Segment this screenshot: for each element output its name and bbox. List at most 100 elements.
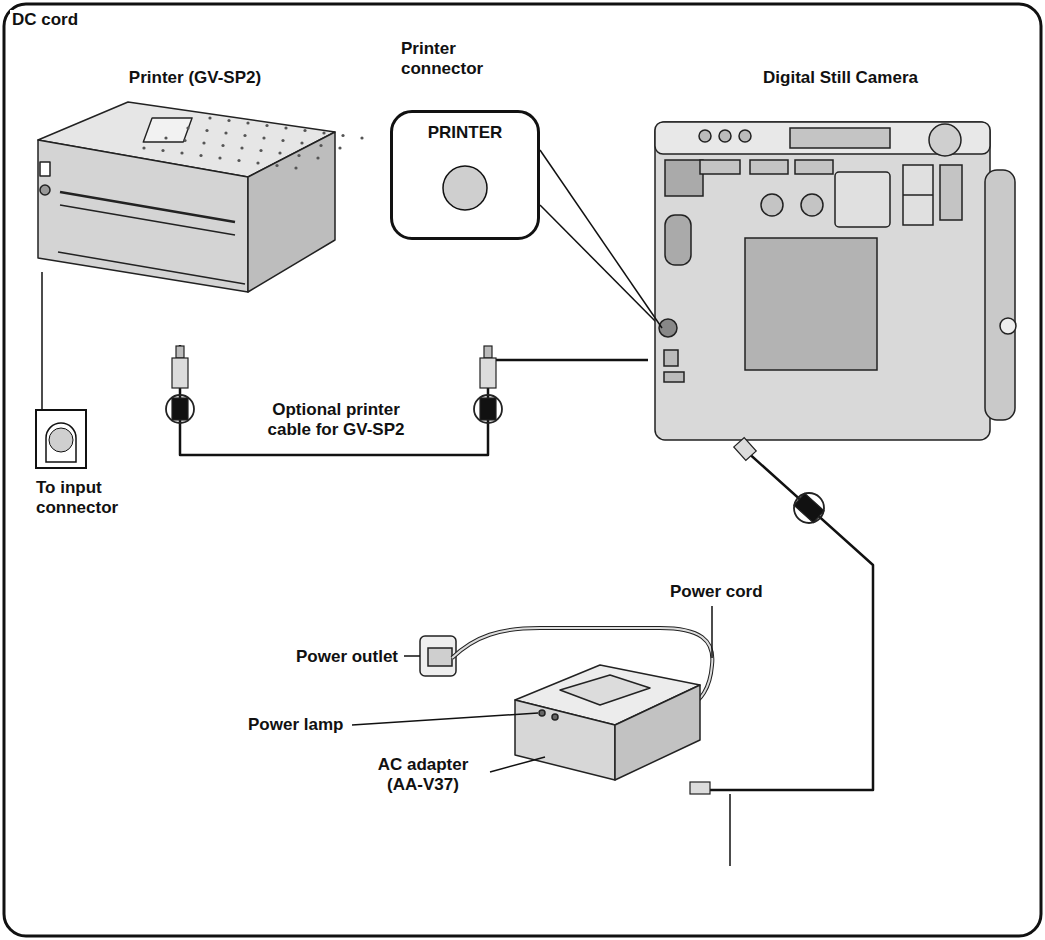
connector-symbol (443, 166, 662, 328)
camera-drawing (929, 124, 961, 156)
adapter-drawing (539, 710, 545, 716)
camera-drawing (655, 122, 1016, 440)
vent-dots (360, 136, 363, 139)
dc-plug (794, 493, 824, 522)
input-connector-icon (49, 428, 73, 452)
vent-dots (183, 139, 186, 142)
vent-dots (202, 141, 205, 144)
vent-dots (243, 134, 246, 137)
vent-dots (259, 149, 262, 152)
camera-drawing (665, 160, 703, 196)
printer-drawing (40, 162, 50, 176)
outlet-drawing (404, 655, 420, 657)
vent-dots (278, 151, 281, 154)
printer-drawing (38, 140, 248, 292)
outlet-label: Power outlet (238, 647, 400, 667)
camera-drawing (801, 194, 823, 216)
outlet-drawing (428, 648, 452, 666)
printer-drawing (41, 272, 43, 410)
node-heading: Printer (GV-SP2) (30, 68, 360, 88)
input-connector-icon (46, 423, 76, 462)
cable (540, 150, 662, 328)
vent-dots (180, 151, 183, 154)
adapter-drawing (490, 757, 545, 772)
input-connector-icon (36, 410, 86, 468)
cable-label: DC cord (10, 10, 170, 30)
vent-dots (262, 136, 265, 139)
printer-drawing (40, 185, 50, 195)
connector-symbol (443, 166, 487, 210)
vent-dots (297, 154, 300, 157)
vent-dots (256, 161, 259, 164)
cable-plug (166, 395, 194, 423)
vent-dots (294, 166, 297, 169)
printer-drawing (38, 102, 335, 410)
vent-dots (224, 131, 227, 134)
camera-drawing (1000, 318, 1016, 334)
adapter-drawing (515, 700, 615, 780)
node-heading: Digital Still Camera (648, 68, 1033, 88)
dc-plug (794, 493, 824, 523)
camera-drawing (790, 128, 890, 148)
node-text: PRINTER (393, 123, 537, 143)
vent-dots (161, 149, 164, 152)
vent-dots (300, 141, 303, 144)
dc-plug (690, 782, 710, 794)
camera-drawing (985, 170, 1015, 420)
vent-dots (208, 116, 211, 119)
connector-callout: Printer connectorPRINTER (390, 110, 540, 240)
outlet-drawing (420, 636, 456, 676)
vent-dots (142, 116, 363, 169)
printer-drawing (248, 132, 335, 292)
camera-drawing (835, 172, 890, 227)
camera-drawing (664, 372, 684, 382)
camera-drawing (665, 215, 691, 265)
adapter-drawing (552, 714, 558, 720)
vent-dots (218, 156, 221, 159)
adapter-drawing (352, 713, 538, 725)
vent-dots (221, 144, 224, 147)
adapter-drawing (560, 675, 650, 705)
adapter-drawing (615, 685, 700, 780)
camera-drawing (664, 350, 678, 366)
lamp-label: Power lamp (246, 715, 350, 735)
printer-drawing (60, 205, 235, 235)
camera-drawing (745, 238, 877, 370)
cable-plug (474, 346, 502, 423)
cable-plug (172, 398, 188, 420)
outlet-drawing (404, 636, 456, 676)
camera-drawing (795, 160, 833, 174)
frame (4, 4, 1041, 936)
cable-plug (474, 395, 502, 423)
vent-dots (338, 146, 341, 149)
vent-dots (164, 136, 167, 139)
cable-plug (176, 346, 184, 358)
camera-drawing (699, 130, 711, 142)
vent-dots (205, 129, 208, 132)
camera: Digital Still Camera (648, 68, 1033, 450)
adapter-drawing (729, 794, 731, 866)
printer: Printer (GV-SP2) (30, 68, 360, 345)
cable (180, 345, 648, 455)
camera-drawing (700, 160, 740, 174)
camera-drawing (750, 160, 788, 174)
vent-dots (284, 126, 287, 129)
dc-plug (690, 438, 824, 794)
camera-drawing (655, 122, 990, 440)
cable-plug (172, 358, 188, 388)
ac-adapter: AC adapter (AA-V37) (505, 655, 710, 798)
camera-drawing (719, 130, 731, 142)
cord-label: Power cord (668, 582, 778, 602)
vent-dots (142, 146, 145, 149)
vent-dots (237, 159, 240, 162)
vent-dots (265, 124, 268, 127)
cable-plug (480, 358, 496, 388)
cable-plug (166, 346, 194, 423)
node-heading: AC adapter (AA-V37) (363, 755, 483, 795)
adapter-drawing (352, 665, 730, 866)
printer-drawing (143, 118, 192, 142)
vent-dots (316, 156, 319, 159)
camera-drawing (940, 165, 962, 220)
connector-symbol (540, 205, 662, 328)
